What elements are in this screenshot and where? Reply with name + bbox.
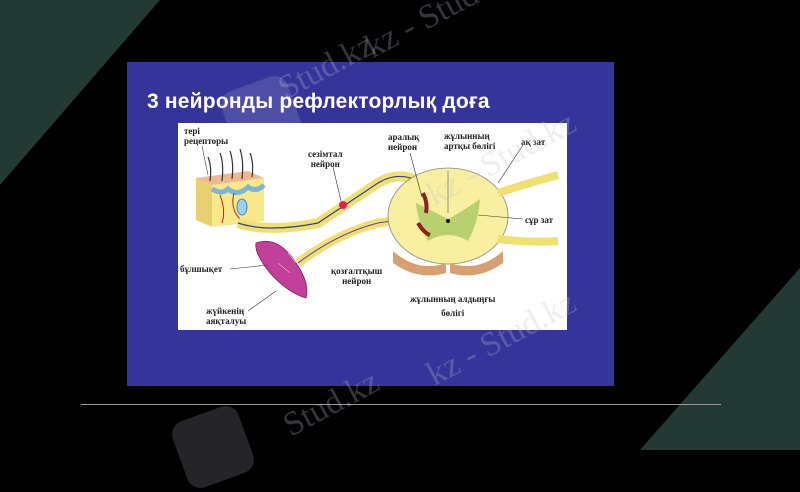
slide-title: 3 нейронды рефлекторлық доға [147,90,490,113]
label-spinal-anterior: жұлынның алдыңғы бөлігі [410,294,496,318]
label-sensory-neuron: сезімтал нейрон [308,149,343,169]
label-nerve-ending: жүйкенің аяқталуы [206,306,247,326]
label-pointer-lines [201,144,524,312]
reflex-arc-diagram: тері рецепторы сезімтал нейрон аралық не… [178,123,567,330]
slide: 3 нейронды рефлекторлық доға [127,62,614,386]
bottom-right-green-triangle [640,268,800,450]
label-white-matter: ақ зат [521,137,546,147]
label-interneuron: аралық нейрон [388,132,420,152]
label-skin-receptors: тері рецепторы [184,126,229,146]
label-spinal-posterior: жұлынның артқы бөлігі [444,131,496,151]
label-gray-matter: сұр зат [525,215,554,225]
label-motor-neuron: қозғалтқыш нейрон [331,266,383,286]
label-muscle: бұлшықет [180,264,223,274]
spinal-cord-icon [387,167,560,276]
divider-line [81,404,721,405]
top-left-green-triangle [0,0,160,185]
muscle-icon [255,240,308,299]
reflex-arc-illustration [196,144,560,312]
skin-block-icon [196,148,266,227]
